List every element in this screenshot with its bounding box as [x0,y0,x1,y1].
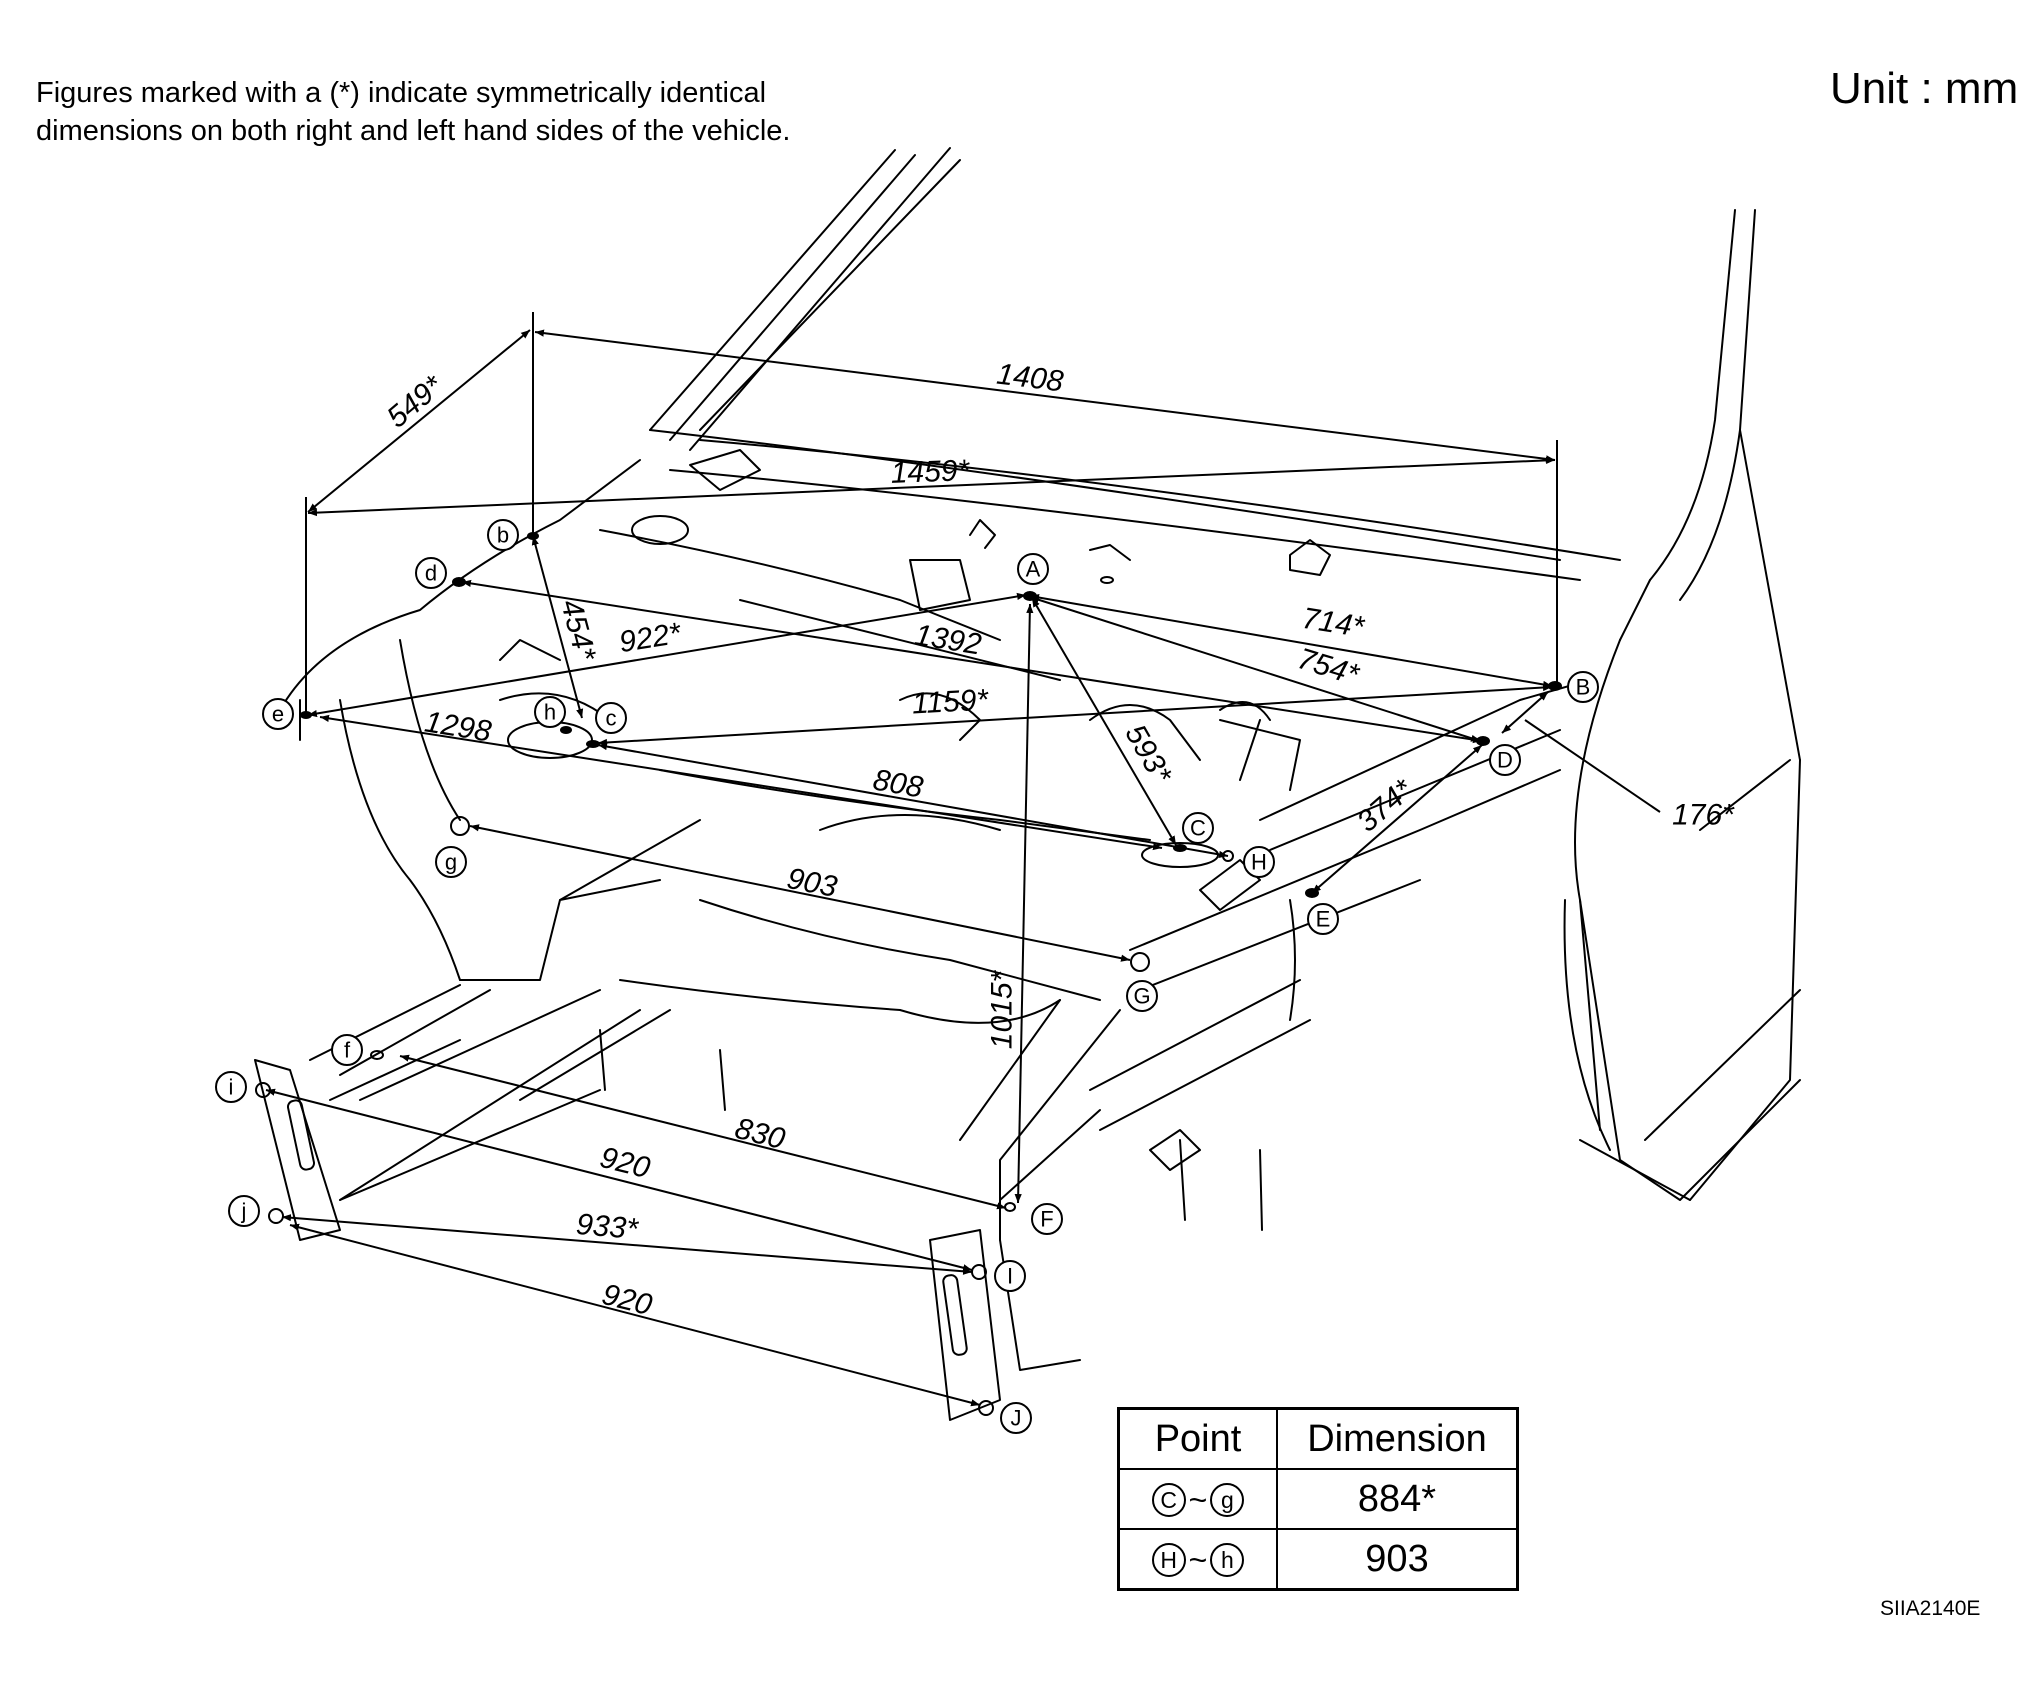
dimension-label: 808 [870,763,925,804]
point-label: c [606,706,617,731]
table-row: H~h 903 [1117,1528,1519,1591]
point-label: b [497,523,509,548]
point-I-marker [994,1260,1026,1292]
dim-line-593 [1031,597,1177,846]
point-circle: g [1210,1483,1245,1518]
point-label: g [445,850,457,875]
point-label: D [1497,748,1513,773]
point-D-marker [1489,744,1521,776]
point-labels: A B C D E F G H I J b c d e f g h i j [229,523,1591,1431]
point-label: h [544,700,556,725]
point-label: A [1026,557,1041,582]
dimension-label: 1459* [890,454,971,490]
table-cell-points: H~h [1117,1528,1278,1591]
point-label: F [1040,1207,1053,1232]
measurement-holes [255,532,1562,1416]
dimension-label: 1015* [986,969,1019,1049]
dim-line-374 [1311,744,1483,894]
point-A-marker [1017,553,1049,585]
point-f-marker [331,1034,363,1066]
point-dimension-table: Point Dimension C~g 884* H~h 903 [1117,1407,1519,1591]
table-header-point: Point [1117,1407,1278,1470]
symmetry-note-line-1: Figures marked with a (*) indicate symme… [36,77,767,109]
dimension-label: 1392 [912,618,983,661]
point-b-marker [487,519,519,551]
dimension-label: 920 [599,1278,656,1322]
dimension-label: 933* [575,1208,641,1246]
symmetry-note-line-2: dimensions on both right and left hand s… [36,115,791,147]
dim-line-830 [399,1054,1007,1210]
dim-line-176 [1501,691,1549,734]
point-d-marker [415,557,447,589]
point-circle: h [1210,1543,1245,1578]
point-label: J [1011,1406,1022,1431]
dim-line-1459 [307,456,1556,517]
dim-line-1159 [597,683,1553,747]
dim-line-1408 [534,329,1556,463]
dimension-label: 922* [617,617,684,659]
dimension-label: 454* [554,596,602,665]
point-e-marker [262,698,294,730]
point-label: I [1007,1264,1013,1289]
dimension-label: 1159* [911,683,990,720]
point-G-marker [1126,980,1158,1012]
symmetry-note: Figures marked with a (*) indicate symme… [36,74,828,150]
table-row: C~g 884* [1117,1468,1519,1530]
table-cell-dimension: 903 [1276,1528,1519,1591]
point-label: H [1251,850,1267,875]
point-label: e [272,702,284,727]
table-header-row: Point Dimension [1117,1407,1519,1470]
point-circle: H [1151,1543,1186,1578]
point-J-marker [1000,1402,1032,1434]
dimension-label: 830 [732,1112,789,1156]
dimension-label: 1298 [422,705,493,748]
dimension-label: 176* [1672,799,1735,832]
point-i-marker [215,1071,247,1103]
point-B-marker [1567,671,1599,703]
range-tilde: ~ [1188,1541,1208,1578]
dim-line-754 [1029,596,1481,742]
point-label: C [1190,816,1206,841]
table-header-dimension: Dimension [1276,1407,1519,1470]
point-F-marker [1031,1203,1063,1235]
range-tilde: ~ [1188,1481,1208,1518]
point-label: i [229,1075,234,1100]
table-cell-dimension: 884* [1276,1468,1519,1530]
dim-line-920-lower [289,1223,981,1407]
unit-label: Unit : mm [1830,64,2019,113]
dimension-label: 920 [597,1141,654,1185]
point-j-marker [228,1195,260,1227]
point-label: B [1576,675,1591,700]
point-label: j [241,1199,247,1224]
point-label: f [344,1038,351,1063]
dim-line-549 [307,329,531,513]
dimension-label: 714* [1300,602,1367,644]
dimension-label: 593* [1118,719,1178,790]
point-label: d [425,561,437,586]
point-callouts [215,519,1599,1434]
dim-line-1015 [1014,603,1034,1204]
point-H-marker [1243,846,1275,878]
dimension-lines [265,312,1661,1407]
point-E-marker [1307,903,1339,935]
dimension-label: 1408 [995,358,1066,399]
table-cell-points: C~g [1117,1468,1278,1530]
point-label: G [1133,984,1150,1009]
point-c-marker [595,702,627,734]
point-g-marker [435,846,467,878]
dim-line-714 [1029,593,1553,689]
point-h-marker [534,696,566,728]
point-label: E [1316,907,1331,932]
body-outline [254,147,1801,1421]
dimension-label: 903 [784,862,840,904]
point-C-marker [1182,812,1214,844]
point-circle: C [1151,1483,1186,1518]
figure-code: SIIA2140E [1880,1597,1981,1620]
